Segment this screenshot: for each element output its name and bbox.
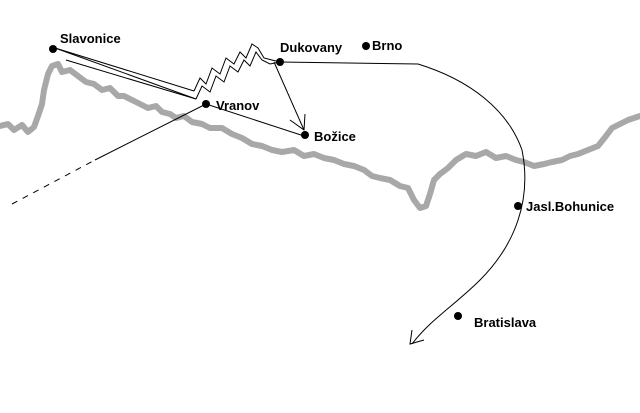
dukovany-marker — [276, 58, 284, 66]
state-border — [0, 61, 640, 211]
dukovany-bratislava-route — [279, 61, 526, 345]
dukovany-bozice-arrowhead — [289, 113, 306, 131]
dukovany-bozice-arrow-shaft — [273, 61, 305, 131]
jaslovske-bohunice-marker — [514, 202, 522, 210]
bratislava-label: Bratislava — [474, 315, 537, 330]
dukovany-label: Dukovany — [280, 40, 343, 55]
bozice-marker — [301, 131, 309, 139]
slavonice-fan-line-3 — [65, 59, 197, 100]
slavonice-fan-line-1 — [54, 47, 195, 92]
zigzag-lower — [195, 51, 281, 100]
bratislava-marker — [454, 312, 462, 320]
bratislava-arrowhead — [409, 329, 425, 345]
zigzag-upper — [193, 43, 281, 92]
vranov-marker — [202, 100, 210, 108]
slavonice-label: Slavonice — [60, 31, 121, 46]
brno-marker — [362, 42, 370, 50]
brno-label: Brno — [372, 38, 402, 53]
bozice-label: Božice — [314, 129, 356, 144]
vranov-bozice-line — [205, 103, 305, 137]
dashed-path — [11, 159, 96, 205]
slavonice-marker — [49, 45, 57, 53]
path-to-vranov — [94, 103, 207, 161]
jaslovske-bohunice-label: Jasl.Bohunice — [526, 199, 614, 214]
vranov-label: Vranov — [216, 98, 260, 113]
slavonice-fan-line-2 — [54, 47, 197, 100]
